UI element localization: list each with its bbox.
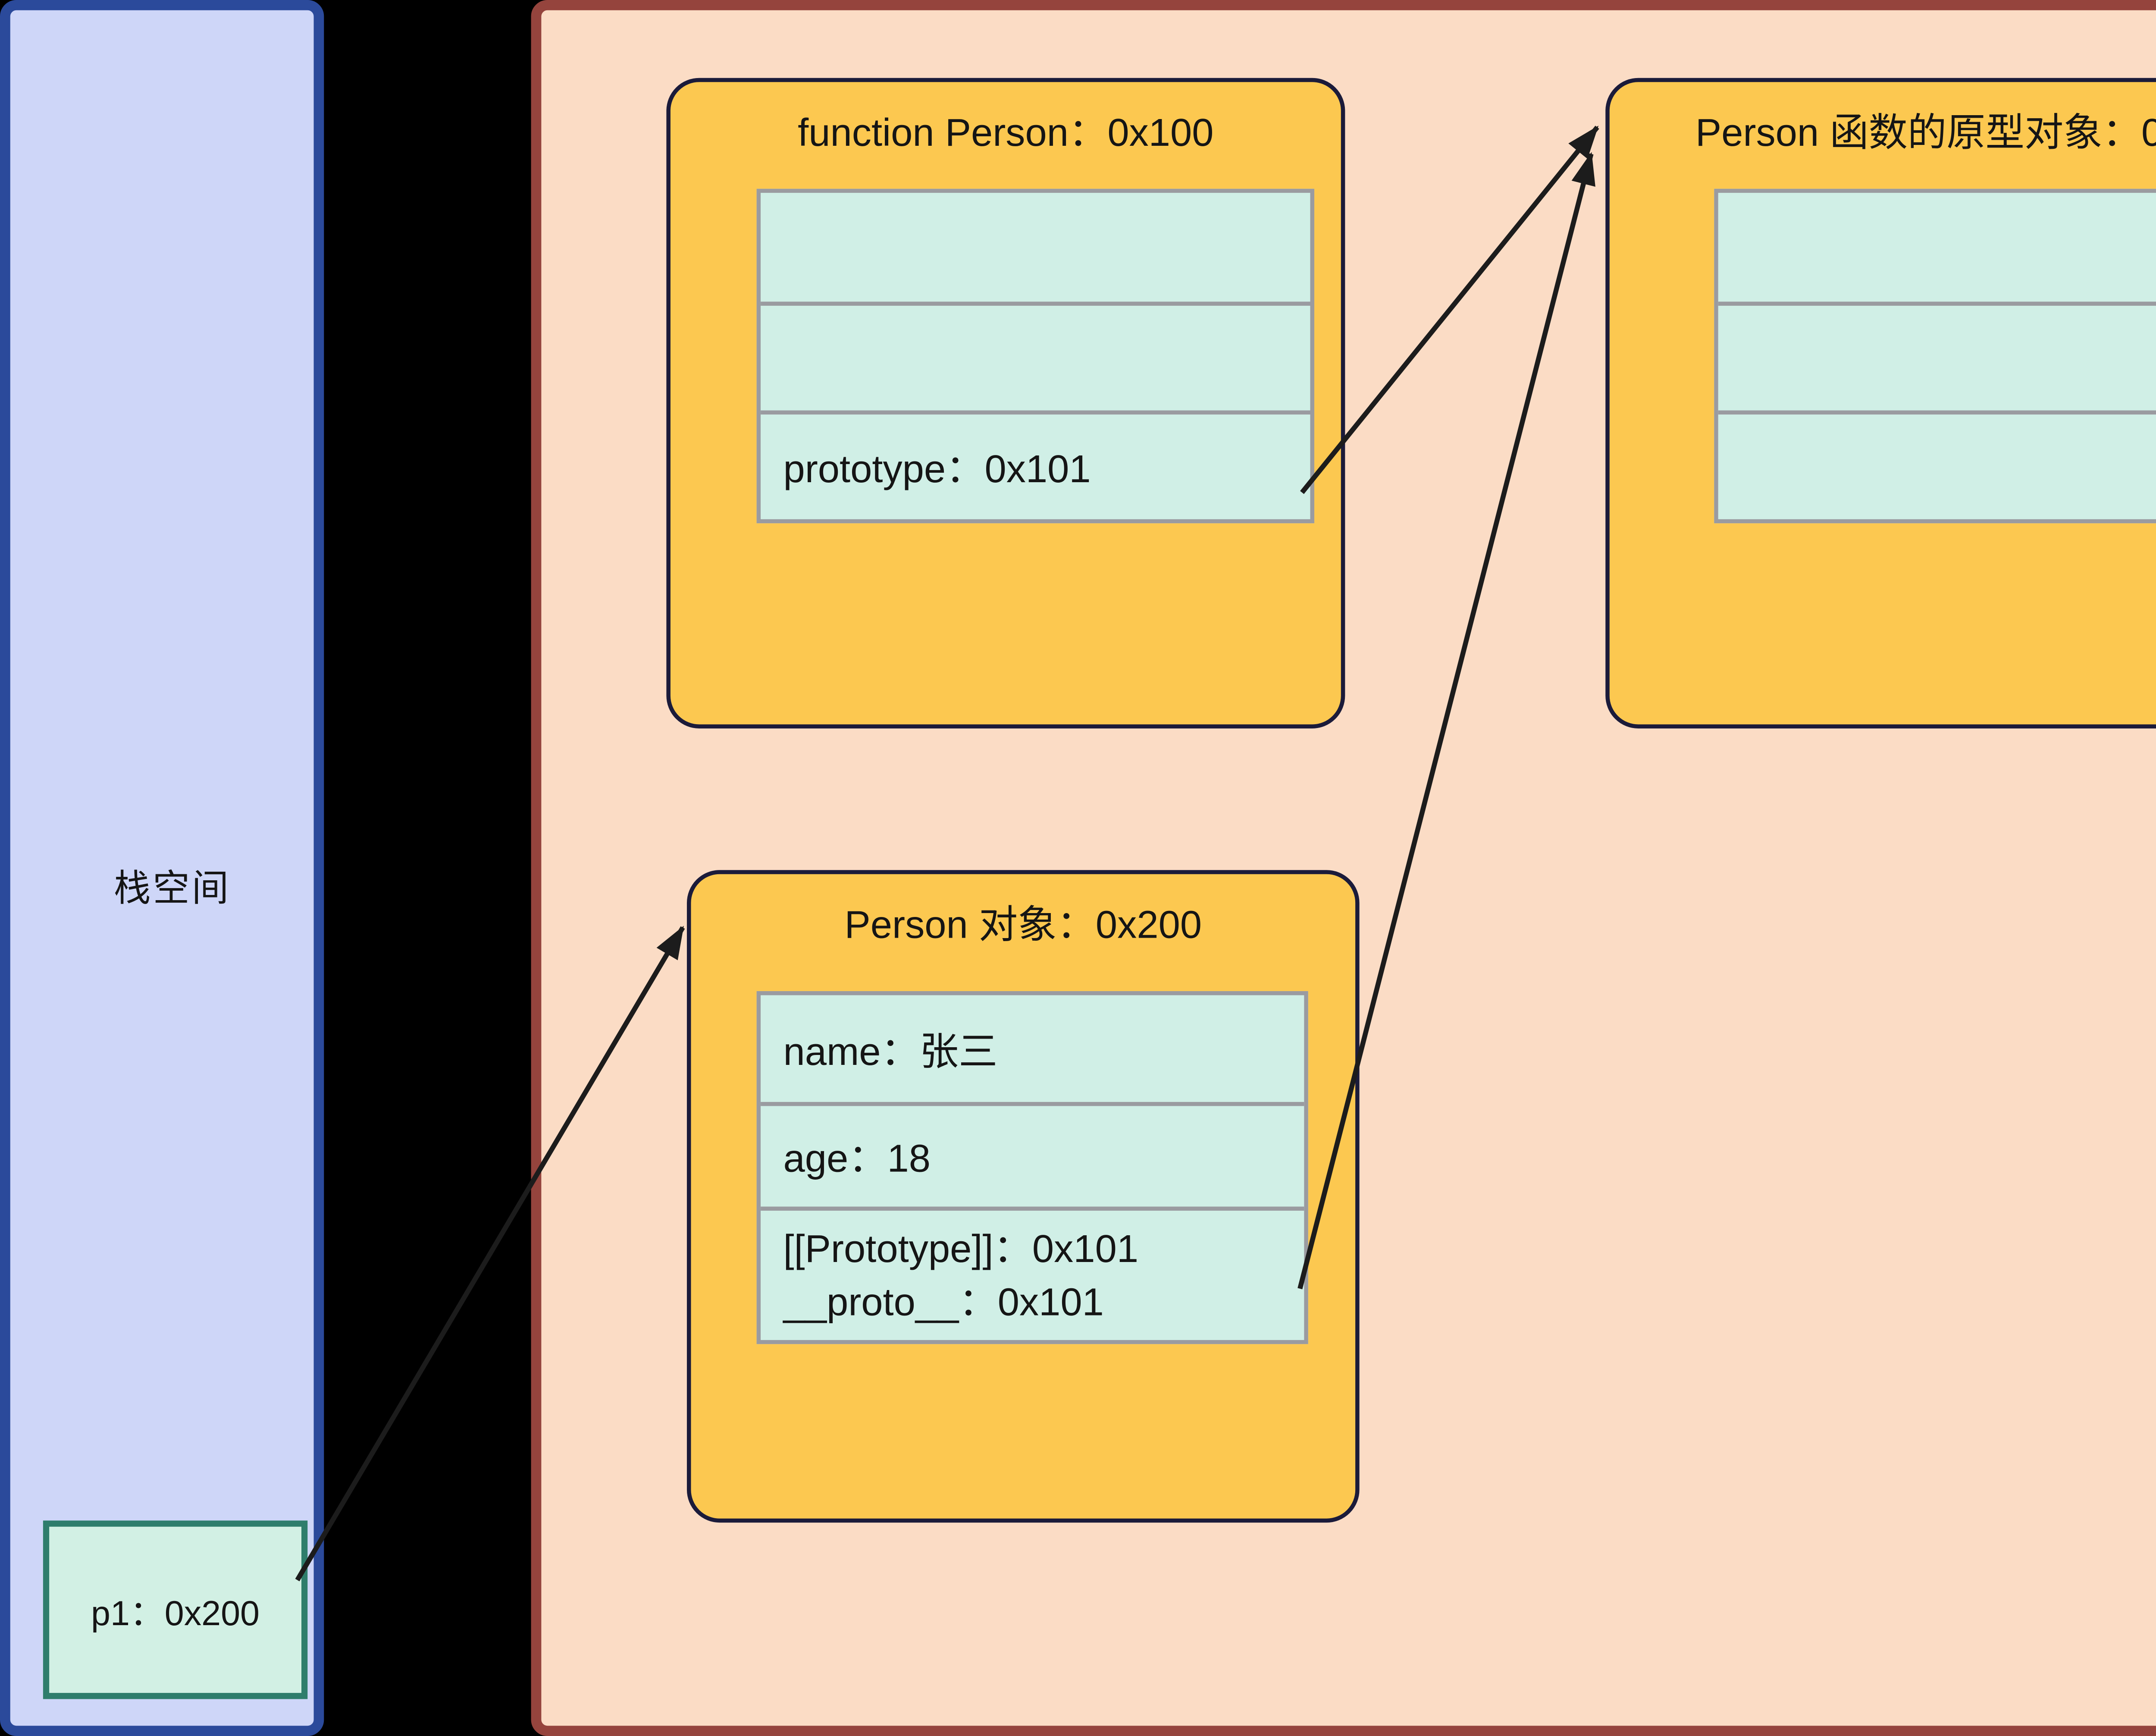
person-object-age-cell: age：18 [761, 1102, 1304, 1207]
person-object-title: Person 对象：0x200 [844, 905, 1202, 948]
function-person-prototype-cell: prototype：0x101 [761, 410, 1310, 519]
person-object-slots: name：张三 age：18 [[Prototype]]：0x101 __pro… [756, 991, 1308, 1344]
person-object-name-cell: name：张三 [761, 995, 1304, 1102]
person-prototype-slot-2 [1718, 301, 2156, 411]
function-person-title: function Person：0x100 [798, 113, 1214, 156]
stack-space-panel: 栈空间 p1：0x200 [0, 0, 324, 1736]
person-prototype-box: Person 函数的原型对象：0x101 [1605, 78, 2156, 728]
function-person-slots: prototype：0x101 [756, 188, 1315, 524]
function-person-slot-1 [761, 193, 1310, 302]
person-object-proto-line: __proto__：0x101 [783, 1281, 1104, 1325]
function-person-slot-2 [761, 301, 1310, 411]
person-object-prototype-line: [[Prototype]]：0x101 [783, 1228, 1139, 1271]
person-prototype-slot-3 [1718, 410, 2156, 519]
person-prototype-title: Person 函数的原型对象：0x101 [1695, 113, 2156, 156]
p1-variable-box: p1：0x200 [43, 1520, 308, 1699]
person-object-proto-cell: [[Prototype]]：0x101 __proto__：0x101 [761, 1206, 1304, 1340]
person-prototype-slot-1 [1718, 193, 2156, 302]
stack-space-label: 栈空间 [113, 868, 231, 909]
person-object-box: Person 对象：0x200 name：张三 age：18 [[Prototy… [686, 870, 1360, 1523]
p1-variable-value: p1：0x200 [91, 1594, 260, 1634]
person-prototype-slots [1714, 188, 2156, 524]
function-person-box: function Person：0x100 prototype：0x101 [666, 78, 1345, 728]
